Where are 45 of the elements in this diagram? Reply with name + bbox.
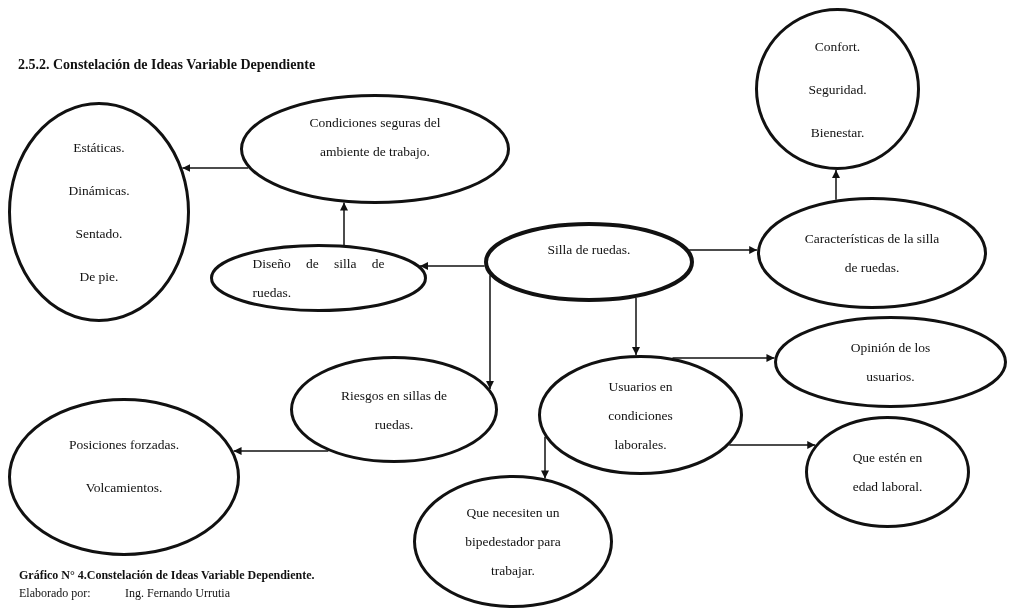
heading: 2.5.2. Constelación de Ideas Variable Dependiente xyxy=(18,57,316,73)
node-text: Que estén en edad laboral. xyxy=(851,449,924,496)
ellipse-node xyxy=(774,316,1007,408)
ellipse-node xyxy=(210,244,427,312)
node-text: Confort. xyxy=(813,37,862,56)
arrow xyxy=(671,354,776,362)
ellipse-node xyxy=(413,475,613,608)
arrow xyxy=(232,447,330,455)
ellipse-node xyxy=(8,398,240,556)
ellipse-node xyxy=(290,356,498,463)
arrow xyxy=(181,164,250,172)
node-text: Opinión de los usuarios. xyxy=(849,339,932,386)
node-text: Dinámicas. xyxy=(67,182,131,200)
ellipse-node xyxy=(484,222,694,302)
credit-text: Ing. Fernando Urrutia xyxy=(125,586,230,601)
arrow xyxy=(419,262,486,270)
node-text: Condiciones seguras del ambiente de trabajo. xyxy=(308,114,442,161)
node-text: Posiciones forzadas. xyxy=(67,436,181,454)
node-text: Riesgos en sillas de ruedas. xyxy=(339,386,449,434)
node-text: Usuarios en condiciones laborales. xyxy=(607,377,674,454)
credit-text: Elaborado por: xyxy=(19,586,91,601)
node-text: Diseño de silla de ruedas. xyxy=(252,255,385,302)
arrow xyxy=(632,297,640,356)
node-text: Características de la silla de ruedas. xyxy=(803,230,941,277)
ellipse-node xyxy=(805,416,970,528)
ellipse-node xyxy=(8,102,190,322)
node-text: Sentado. xyxy=(74,225,124,243)
figure-caption: Gráfico N° 4.Constelación de Ideas Variable Dependiente. xyxy=(19,568,315,583)
arrow xyxy=(688,246,758,254)
node-text: Volcamientos. xyxy=(84,479,164,497)
arrow xyxy=(541,436,549,480)
node-text: Silla de ruedas. xyxy=(546,240,632,259)
arrow xyxy=(486,274,494,390)
arrow xyxy=(340,201,348,246)
node-text: Estáticas. xyxy=(72,139,126,157)
node-text: De pie. xyxy=(78,268,120,286)
arrow xyxy=(832,169,840,201)
ellipse-node xyxy=(755,8,920,170)
node-text: Seguridad. xyxy=(807,80,868,99)
node-text: Bienestar. xyxy=(809,123,866,142)
arrow xyxy=(728,441,816,449)
ellipse-node xyxy=(538,355,743,475)
ellipse-node xyxy=(240,94,510,204)
node-text: Que necesiten un bipedestador para trabajar. xyxy=(464,504,562,580)
ellipse-node xyxy=(757,197,987,309)
